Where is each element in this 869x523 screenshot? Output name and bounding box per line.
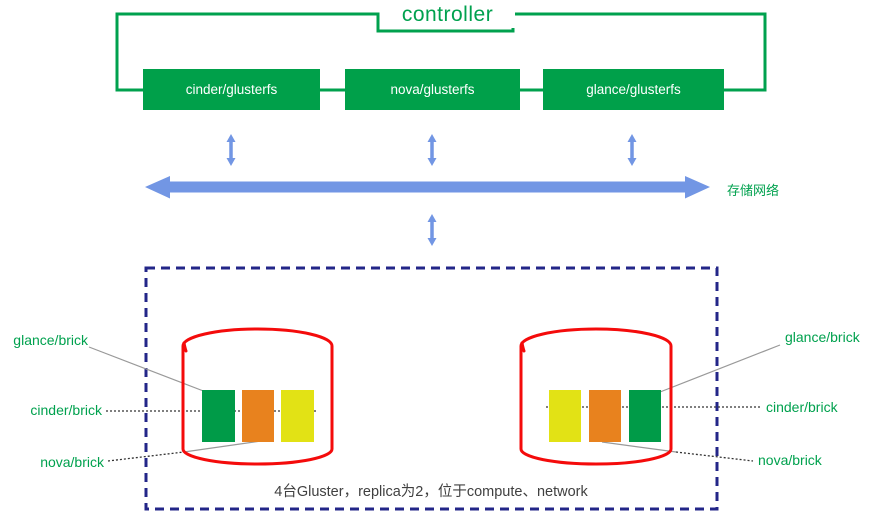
glance-glusterfs-box: glance/glusterfs	[543, 69, 724, 110]
right-glance-leader-line	[659, 344, 781, 393]
right-glance-brick	[629, 390, 661, 442]
right-cinder-brick	[549, 390, 581, 442]
left-cinder-brick-label: cinder/brick	[30, 402, 102, 418]
left-nova-brick	[242, 390, 274, 442]
left-glance-brick-label: glance/brick	[13, 332, 88, 348]
left-glance-brick	[202, 390, 235, 442]
nova-glusterfs-label: nova/glusterfs	[390, 82, 475, 97]
controller-frame	[115, 12, 767, 92]
left-nova-leader-line	[107, 451, 185, 462]
right-nova-leader-line	[675, 451, 754, 462]
cinder-network-arrow	[226, 134, 236, 166]
left-nova-leader-line-inner	[183, 440, 262, 453]
storage-network-arrow	[145, 176, 710, 199]
nova-network-arrow	[427, 134, 437, 166]
left-cylinder-pen-tick	[182, 341, 188, 353]
cinder-glusterfs-box: cinder/glusterfs	[143, 69, 320, 110]
right-cylinder-pen-tick	[520, 341, 526, 353]
right-gluster-node-cylinder	[519, 327, 673, 466]
glance-network-arrow	[627, 134, 637, 166]
network-cluster-arrow	[427, 214, 437, 246]
left-cinder-brick	[281, 390, 314, 442]
cluster-caption: 4台Gluster，replica为2，位于compute、network	[274, 484, 588, 500]
left-nova-brick-label: nova/brick	[40, 454, 104, 470]
cluster-dashed-box	[144, 266, 719, 511]
storage-network-label: 存储网络	[727, 183, 780, 198]
right-nova-brick-label: nova/brick	[758, 452, 822, 468]
right-glance-brick-label: glance/brick	[785, 329, 860, 345]
cinder-glusterfs-label: cinder/glusterfs	[185, 82, 278, 97]
left-gluster-node-cylinder	[181, 327, 334, 466]
glance-glusterfs-label: glance/glusterfs	[586, 82, 681, 97]
right-cinder-brick-label: cinder/brick	[766, 399, 838, 415]
right-nova-leader-line-inner	[601, 441, 677, 453]
nova-glusterfs-box: nova/glusterfs	[345, 69, 520, 110]
controller-title: controller	[380, 1, 515, 28]
left-glance-leader-line	[88, 346, 207, 393]
right-nova-brick	[589, 390, 621, 442]
